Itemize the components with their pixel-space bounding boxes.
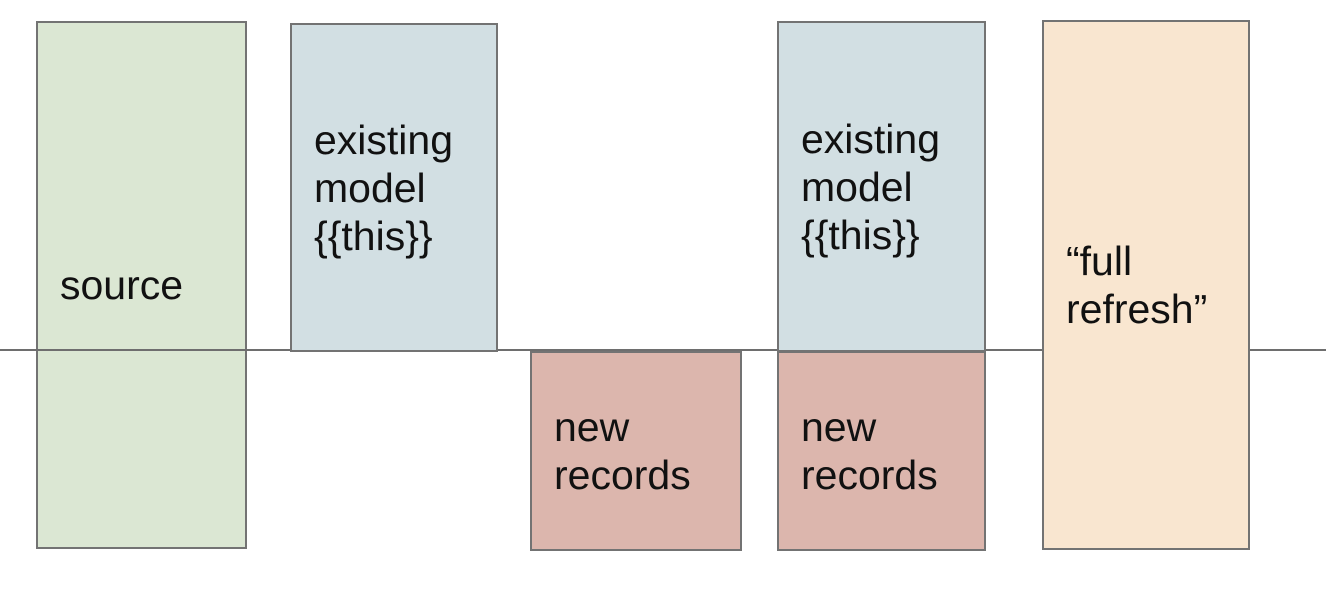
new-records-box-2-label: new records <box>801 404 938 498</box>
source-box-label: source <box>60 262 184 308</box>
existing-model-box-1: existing model {{this}} <box>290 23 498 352</box>
full-refresh-box-label: “full refresh” <box>1066 238 1208 332</box>
existing-model-box-2: existing model {{this}} <box>777 21 986 352</box>
full-refresh-box: “full refresh” <box>1042 20 1250 550</box>
source-box: source <box>36 21 247 549</box>
new-records-box-2: new records <box>777 351 986 551</box>
new-records-box-1-label: new records <box>554 404 691 498</box>
existing-model-box-1-label: existing model {{this}} <box>314 116 454 259</box>
existing-model-box-2-label: existing model {{this}} <box>801 115 941 258</box>
new-records-box-1: new records <box>530 351 742 551</box>
baseline-divider-line <box>0 349 1326 351</box>
